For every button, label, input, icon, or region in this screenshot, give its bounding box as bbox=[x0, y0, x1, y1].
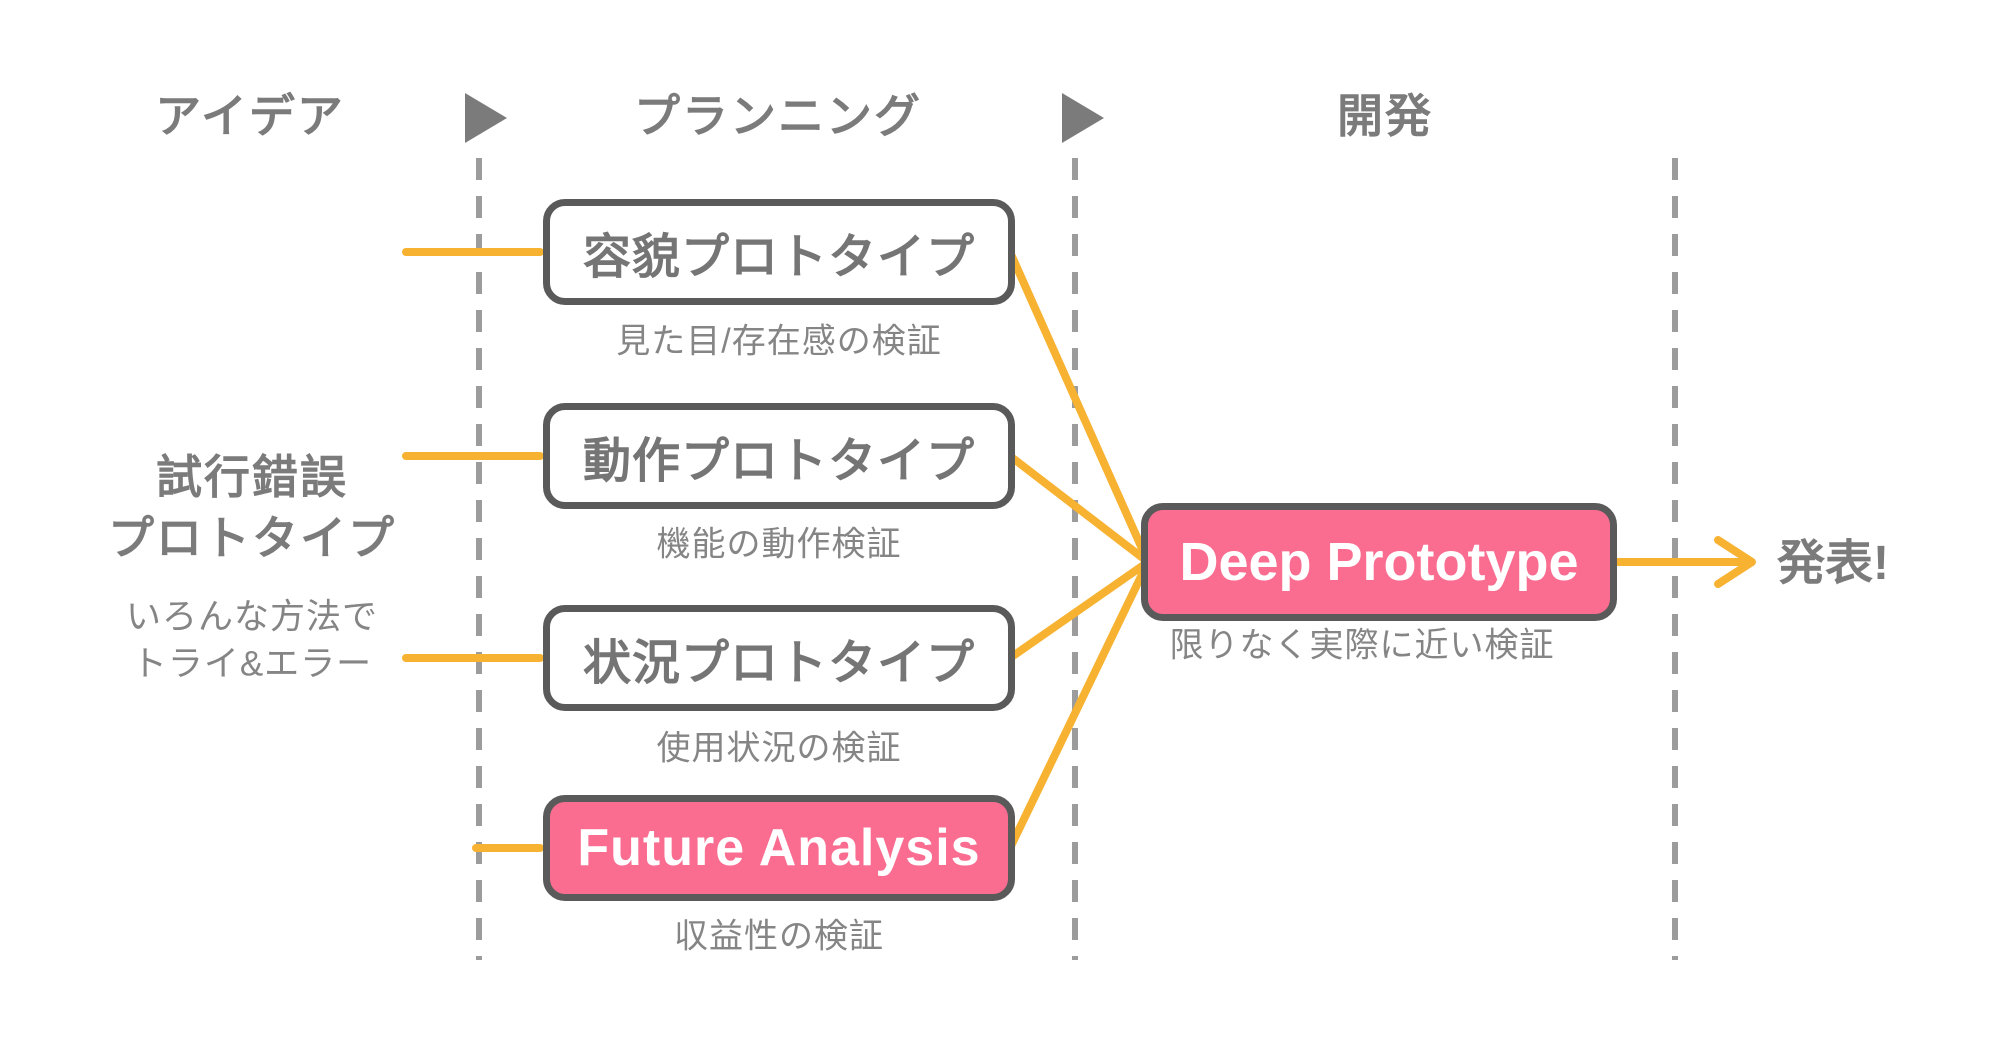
trial-error-title-line1: 試行錯誤 bbox=[156, 451, 348, 503]
deep-prototype-caption: 限りなく実際に近い検証 bbox=[1169, 626, 1555, 665]
trial-error-subtitle-line2: トライ&エラー bbox=[131, 644, 373, 684]
prototype-caption-behavior: 機能の動作検証 bbox=[656, 525, 902, 564]
outcome-arrowhead-icon bbox=[1714, 536, 1756, 588]
trial-error-title-line2: プロトタイプ bbox=[108, 512, 396, 564]
prototype-caption-future-analysis: 収益性の検証 bbox=[674, 917, 884, 956]
prototype-box-behavior: 動作プロトタイプ bbox=[543, 403, 1015, 509]
phase-label-planning: プランニング bbox=[634, 90, 922, 142]
deep-prototype-box: Deep Prototype bbox=[1141, 503, 1617, 621]
prototype-caption-situation: 使用状況の検証 bbox=[656, 729, 902, 768]
deep-prototype-label: Deep Prototype bbox=[1179, 532, 1579, 592]
prototype-caption-appearance: 見た目/存在感の検証 bbox=[616, 322, 942, 361]
phase-arrow-icon bbox=[1062, 93, 1104, 143]
connector-converge-3 bbox=[1006, 558, 1152, 662]
prototype-box-label: 状況プロトタイプ bbox=[582, 637, 975, 690]
prototype-box-label: Future Analysis bbox=[577, 819, 981, 877]
phase-label-development: 開発 bbox=[1337, 90, 1433, 142]
phase-label-idea: アイデア bbox=[155, 90, 345, 142]
prototype-box-label: 容貌プロトタイプ bbox=[582, 231, 975, 284]
prototype-box-appearance: 容貌プロトタイプ bbox=[543, 199, 1015, 305]
connector-converge-4 bbox=[1006, 558, 1152, 852]
phase-arrow-icon bbox=[465, 93, 507, 143]
prototype-box-label: 動作プロトタイプ bbox=[582, 435, 975, 488]
connector-converge-2 bbox=[1006, 452, 1152, 566]
trial-error-subtitle-line1: いろんな方法で bbox=[125, 597, 379, 637]
outcome-announcement-label: 発表! bbox=[1777, 537, 1889, 590]
prototype-box-situation: 状況プロトタイプ bbox=[543, 605, 1015, 711]
connector-converge-1 bbox=[1006, 248, 1152, 566]
prototype-box-future-analysis: Future Analysis bbox=[543, 795, 1015, 901]
